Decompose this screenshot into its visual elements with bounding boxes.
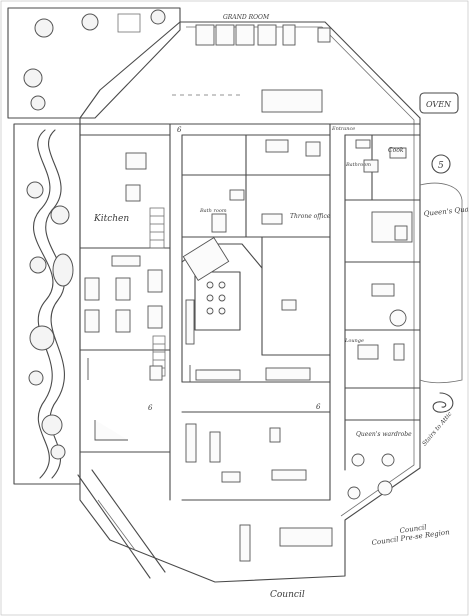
tree-icon [150, 9, 166, 25]
label-entrance: Entrance [331, 126, 355, 132]
building-outline [79, 21, 421, 583]
label-council: Council [399, 523, 427, 535]
label-six-b: 6 [148, 404, 153, 412]
tree-icon [26, 181, 44, 199]
number-five-badge [431, 154, 451, 174]
label-kitchen: Kitchen [93, 214, 129, 224]
label-throne-office: Throne office [290, 213, 331, 220]
tree-icon [41, 414, 63, 436]
tree-icon [30, 95, 46, 111]
label-council-sign: Council [270, 590, 305, 600]
tree-icon [50, 205, 70, 225]
misc-details [419, 92, 463, 413]
top-garden [7, 7, 181, 119]
label-six-c: 6 [316, 403, 321, 411]
label-queens-wardrobe: Queen's wardrobe [356, 431, 412, 438]
oven-box [419, 92, 459, 114]
pond-icon [52, 253, 74, 287]
tree-icon [29, 256, 47, 274]
tree-icon [23, 68, 43, 88]
label-lounge: Lounge [344, 338, 364, 344]
label-bathroom-right: Bathroom [345, 162, 371, 168]
label-five: 5 [438, 161, 444, 171]
tree-icon [28, 370, 44, 386]
label-six-a: 6 [177, 126, 182, 134]
tree-icon [50, 444, 66, 460]
label-oven: OVEN [426, 100, 452, 109]
left-garden [13, 123, 81, 485]
tree-icon [34, 18, 54, 38]
spiral-stairs-icon [432, 392, 454, 413]
label-cook: Cook [388, 147, 404, 154]
furniture [84, 139, 413, 562]
label-bath-room: Bath room [199, 208, 227, 214]
label-stairs-attic: Stairs to Attic [421, 410, 454, 447]
tree-icon [29, 325, 55, 351]
label-grand-room: GRAND ROOM [223, 14, 270, 21]
tree-icon [81, 13, 99, 31]
room-walls [77, 123, 421, 579]
